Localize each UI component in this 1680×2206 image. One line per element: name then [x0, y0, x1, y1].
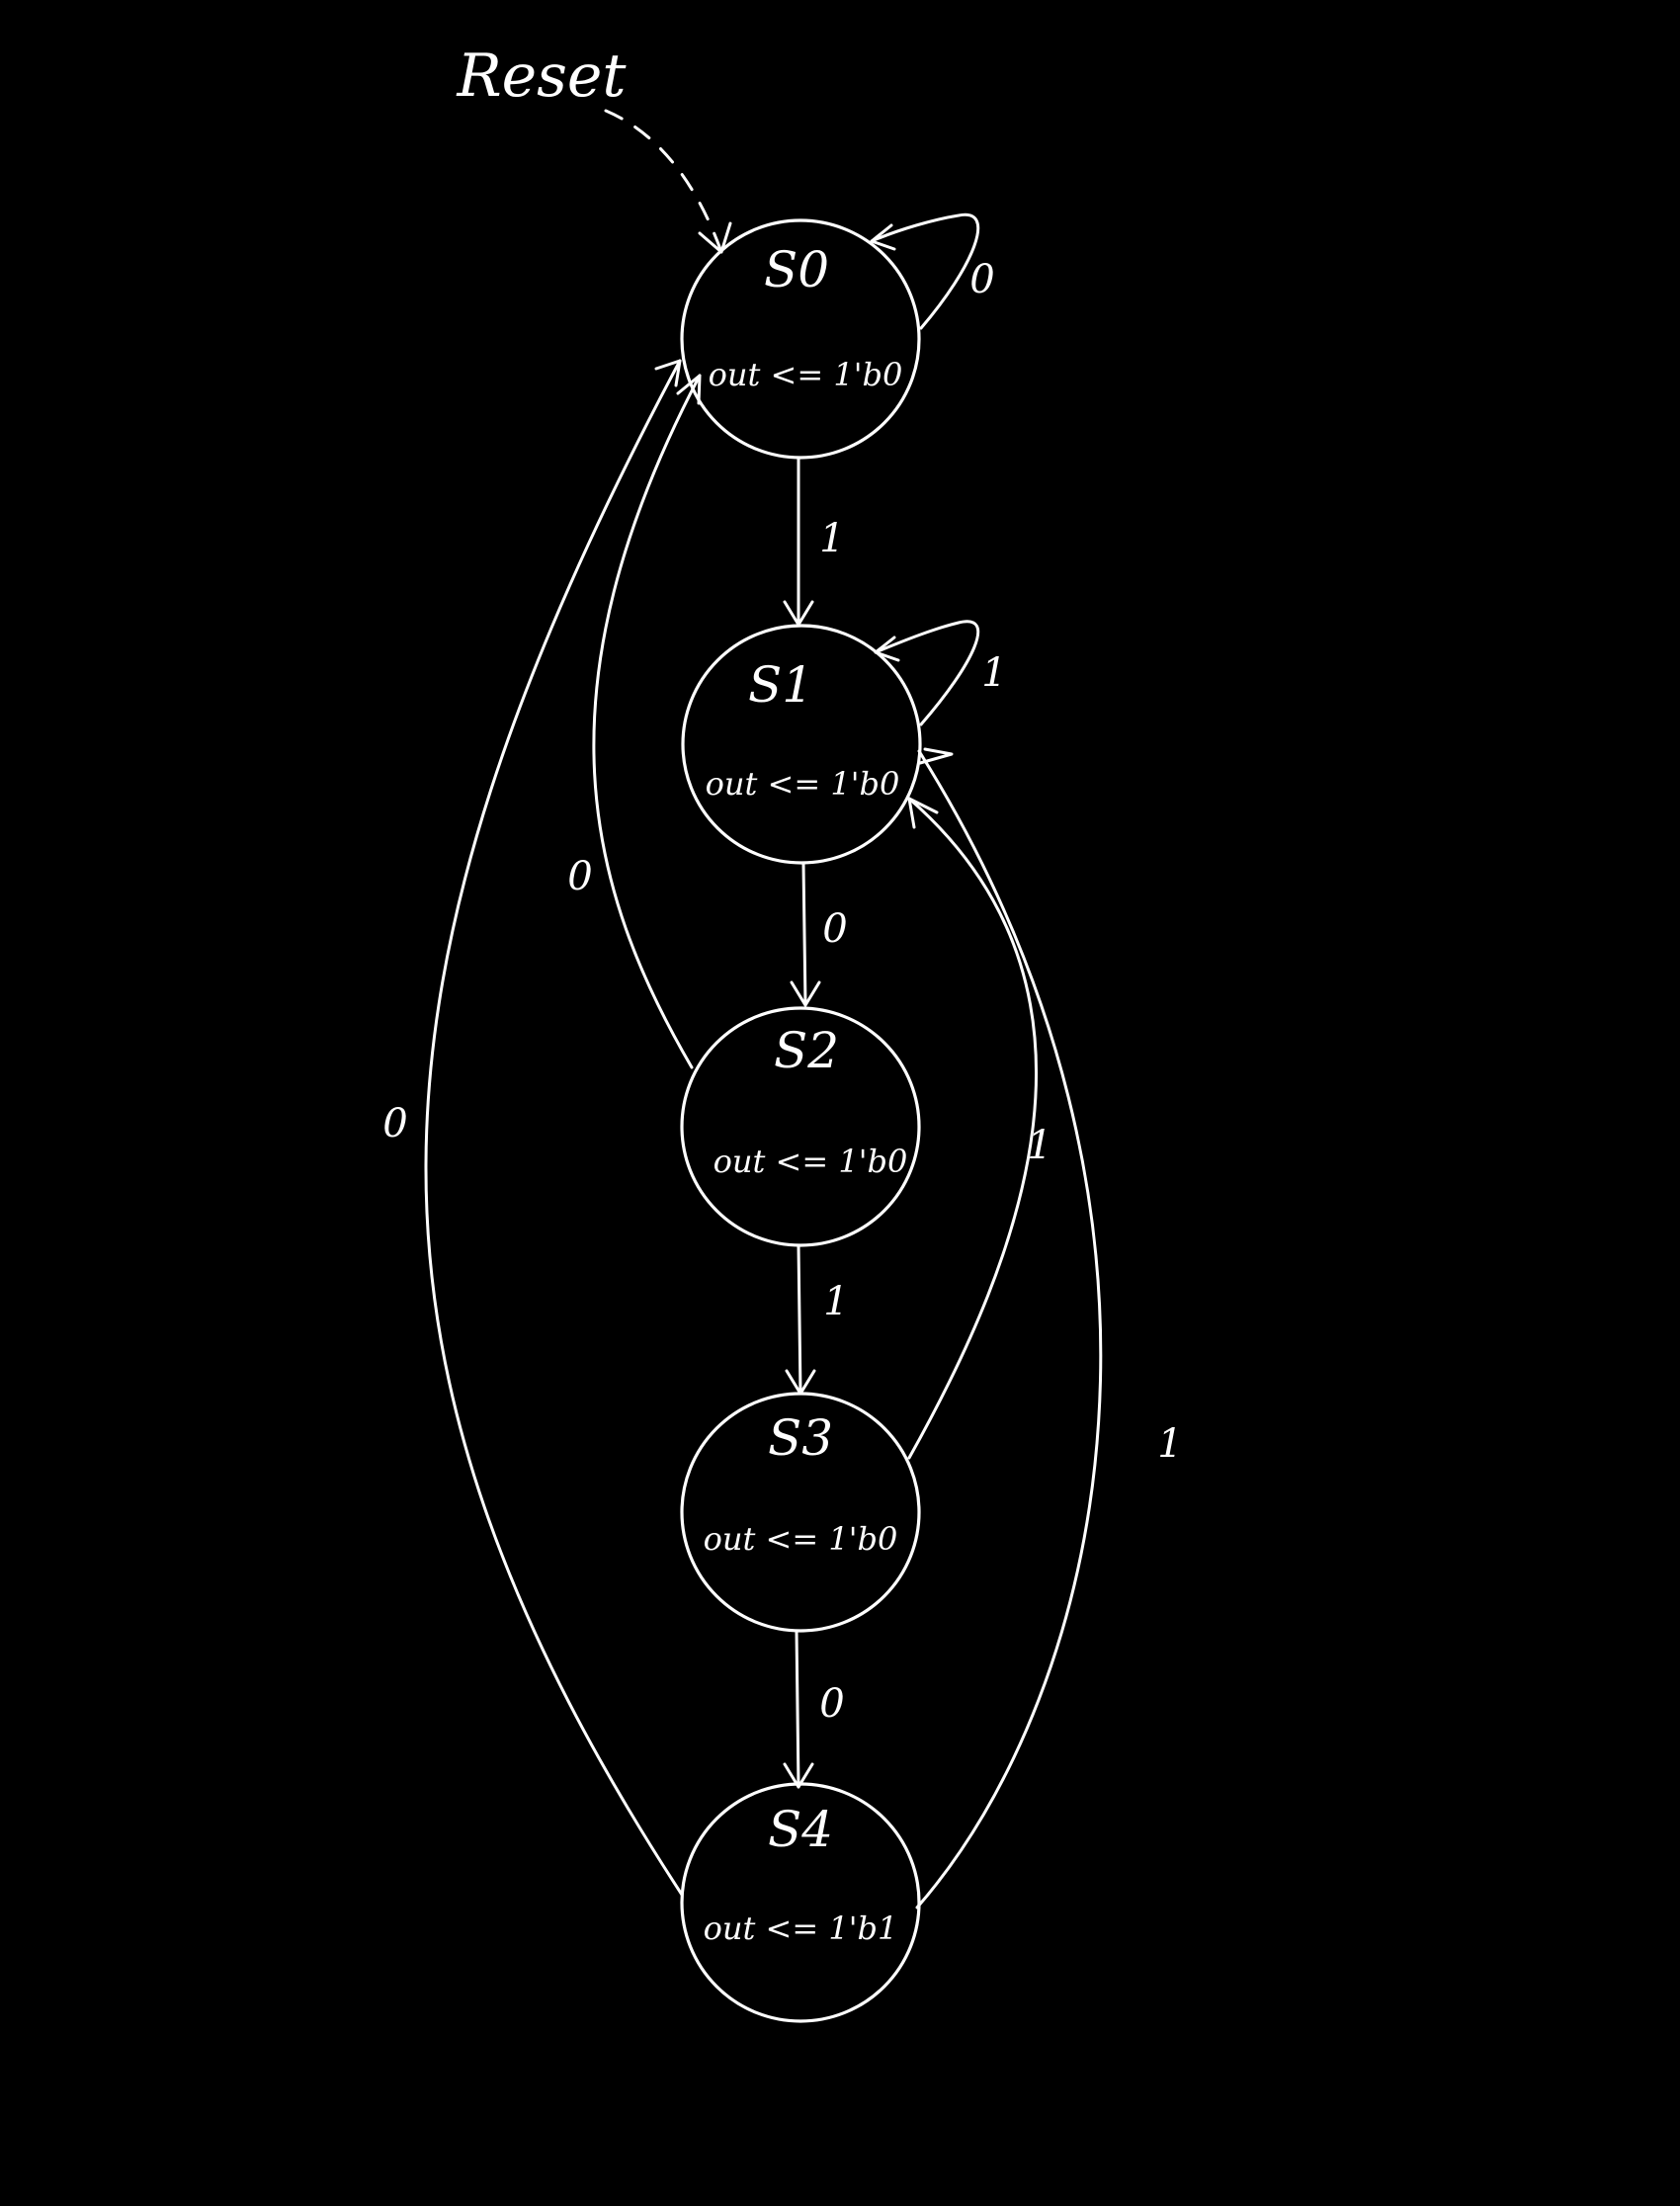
reset-arrow	[604, 109, 723, 254]
state-s2: S2 out <= 1'b0	[680, 1006, 921, 1247]
state-s1-circle	[681, 624, 922, 865]
state-s3-output: out <= 1'b0	[704, 1520, 898, 1558]
edge-s1-s2-arrowhead	[790, 980, 821, 1007]
edge-s1-s1	[874, 620, 980, 726]
reset-label: Reset	[456, 42, 627, 111]
edge-label-s0-s1: 1	[819, 516, 844, 561]
edge-label-s4-s1: 1	[1157, 1421, 1182, 1467]
edge-label-s1-s1: 1	[981, 650, 1006, 696]
state-s3: S3 out <= 1'b0	[680, 1392, 921, 1633]
state-s0: S0 out <= 1'b0	[680, 218, 921, 460]
state-s1: S1 out <= 1'b0	[681, 624, 922, 865]
edge-s2-s3	[797, 1243, 802, 1396]
state-s2-circle	[680, 1006, 921, 1247]
edge-label-s4-s0: 0	[382, 1101, 407, 1146]
edge-s0-s0	[870, 212, 980, 330]
edge-s4-s0-arrowhead	[654, 359, 682, 387]
edge-label-s3-s1: 1	[1027, 1123, 1051, 1168]
state-s3-name: S3	[768, 1409, 833, 1467]
edge-label-s3-s4: 0	[819, 1681, 844, 1727]
edge-s3-s4-arrowhead	[783, 1762, 814, 1789]
state-s2-name: S2	[774, 1022, 839, 1079]
state-s0-name: S0	[764, 241, 829, 298]
edge-s3-s1-arrowhead	[907, 797, 939, 829]
edge-s4-s0	[424, 359, 684, 1897]
edge-label-s2-s3: 1	[823, 1279, 848, 1324]
edge-s3-s1	[907, 797, 1038, 1460]
edge-s3-s4	[795, 1629, 800, 1789]
state-s4: S4 out <= 1'b1	[680, 1782, 921, 2023]
state-s4-output: out <= 1'b1	[704, 1909, 898, 1947]
state-s0-circle	[680, 218, 921, 460]
edge-label-s2-s0: 0	[567, 854, 592, 899]
state-s4-name: S4	[768, 1801, 833, 1858]
edge-label-s0-s0: 0	[969, 257, 994, 302]
state-s1-output: out <= 1'b0	[706, 765, 900, 803]
edge-s4-s1-arrowhead	[918, 747, 954, 765]
state-s3-circle	[680, 1392, 921, 1633]
edge-s2-s0	[592, 374, 702, 1069]
state-s0-output: out <= 1'b0	[709, 356, 903, 393]
edge-s2-s0-arrowhead	[676, 374, 702, 405]
state-s1-name: S1	[748, 656, 813, 714]
state-s4-circle	[680, 1782, 921, 2023]
edge-s1-s2	[801, 862, 807, 1007]
edge-label-s1-s2: 0	[822, 906, 847, 952]
state-s2-output: out <= 1'b0	[714, 1143, 908, 1180]
edge-s4-s1	[915, 749, 1103, 1909]
edge-s0-s0-arrowhead	[870, 223, 896, 251]
